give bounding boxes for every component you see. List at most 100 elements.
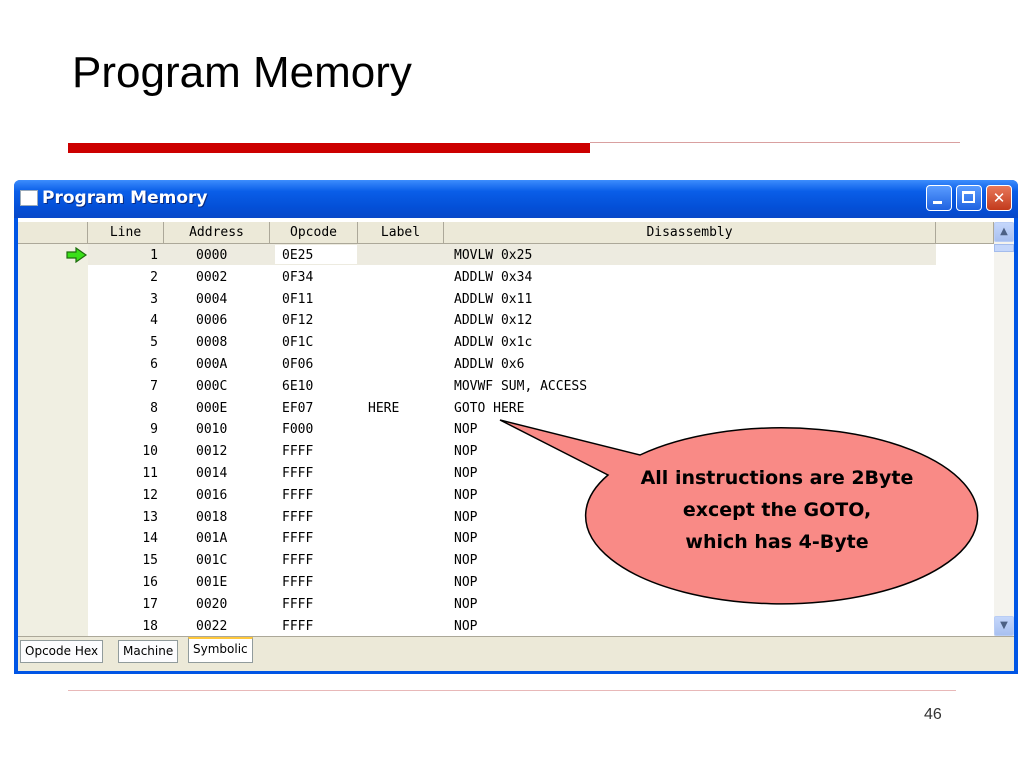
- close-button[interactable]: ✕: [986, 185, 1012, 211]
- cell-disassembly: NOP: [454, 553, 478, 569]
- table-row[interactable]: 15 001C FFFF NOP: [18, 550, 938, 572]
- cell-disassembly: NOP: [454, 444, 478, 460]
- cell-disassembly: NOP: [454, 531, 478, 547]
- cell-disassembly: GOTO HERE: [454, 400, 525, 416]
- window-title: Program Memory: [42, 188, 208, 208]
- tab-symbolic[interactable]: Symbolic: [188, 637, 253, 663]
- cell-address: 0012: [196, 444, 228, 460]
- cell-opcode: FFFF: [282, 553, 314, 569]
- header-label[interactable]: Label: [358, 222, 444, 244]
- cell-line: 11: [142, 466, 158, 481]
- cell-address: 001A: [196, 531, 228, 547]
- cell-opcode: FFFF: [282, 596, 314, 612]
- cell-opcode: 0E25: [282, 248, 314, 263]
- cell-address: 000C: [196, 378, 228, 394]
- title-underline-thin: [590, 142, 960, 143]
- cell-disassembly: NOP: [454, 618, 478, 634]
- table-row[interactable]: 5 0008 0F1C ADDLW 0x1c: [18, 332, 938, 354]
- header-gutter: [18, 222, 88, 244]
- chevron-down-icon: ▼: [1000, 620, 1008, 631]
- cell-line: 4: [150, 313, 158, 329]
- scroll-thumb[interactable]: [994, 244, 1014, 252]
- header-disassembly[interactable]: Disassembly: [444, 222, 936, 244]
- header-address[interactable]: Address: [164, 222, 270, 244]
- column-headers: Line Address Opcode Label Disassembly: [18, 222, 994, 244]
- arrow-right-icon: [66, 247, 88, 263]
- cell-address: 001C: [196, 553, 228, 569]
- cell-opcode: FFFF: [282, 575, 314, 590]
- cell-opcode: 0F1C: [282, 335, 314, 351]
- cell-address: 0006: [196, 313, 228, 329]
- window-titlebar[interactable]: Program Memory ✕: [14, 180, 1018, 218]
- cell-address: 0010: [196, 422, 228, 438]
- cell-opcode: FFFF: [282, 618, 314, 634]
- header-opcode[interactable]: Opcode: [270, 222, 358, 244]
- cell-disassembly: NOP: [454, 466, 478, 481]
- cell-line: 15: [142, 553, 158, 569]
- minimize-icon: [933, 201, 942, 204]
- chevron-up-icon: ▲: [1000, 226, 1008, 237]
- breakpoint-gutter[interactable]: [18, 244, 88, 636]
- cell-opcode: 0F06: [282, 357, 314, 372]
- cell-disassembly: MOVLW 0x25: [454, 248, 533, 263]
- cell-opcode: FFFF: [282, 444, 314, 460]
- cell-line: 1: [150, 248, 158, 263]
- cell-line: 16: [142, 575, 158, 590]
- maximize-button[interactable]: [956, 185, 982, 211]
- program-memory-window: Program Memory ✕ Line Address Opcode Lab…: [14, 180, 1018, 674]
- page-number: 46: [924, 706, 942, 723]
- cell-disassembly: ADDLW 0x1c: [454, 335, 533, 351]
- cell-line: 5: [150, 335, 158, 351]
- cell-address: 0008: [196, 335, 228, 351]
- header-line[interactable]: Line: [88, 222, 164, 244]
- current-opcode-highlight: [275, 245, 357, 264]
- cell-opcode: 0F34: [282, 269, 314, 285]
- callout-line: All instructions are 2Byte: [640, 467, 914, 489]
- cell-opcode: FFFF: [282, 466, 314, 481]
- cell-disassembly: NOP: [454, 487, 478, 503]
- cell-label: HERE: [368, 400, 400, 416]
- vertical-scrollbar[interactable]: ▲ ▼: [994, 222, 1014, 636]
- cell-opcode: FFFF: [282, 531, 314, 547]
- cell-address: 0018: [196, 509, 228, 525]
- scroll-up-button[interactable]: ▲: [994, 222, 1014, 242]
- cell-line: 8: [150, 400, 158, 416]
- window-icon: [20, 190, 38, 206]
- cell-disassembly: NOP: [454, 575, 478, 590]
- cell-disassembly: NOP: [454, 509, 478, 525]
- cell-disassembly: ADDLW 0x34: [454, 269, 533, 285]
- cell-line: 10: [142, 444, 158, 460]
- cell-opcode: 6E10: [282, 378, 314, 394]
- minimize-button[interactable]: [926, 185, 952, 211]
- cell-address: 0022: [196, 618, 228, 634]
- cell-address: 000E: [196, 400, 228, 416]
- cell-line: 7: [150, 378, 158, 394]
- cell-opcode: FFFF: [282, 487, 314, 503]
- cell-address: 000A: [196, 357, 228, 372]
- cell-line: 17: [142, 596, 158, 612]
- header-filler: [936, 222, 994, 244]
- cell-address: 0020: [196, 596, 228, 612]
- cell-opcode: F000: [282, 422, 314, 438]
- cell-opcode: 0F12: [282, 313, 314, 329]
- table-row[interactable]: 10 0012 FFFF NOP: [18, 441, 938, 463]
- tab-machine[interactable]: Machine: [118, 640, 179, 663]
- scroll-down-button[interactable]: ▼: [994, 616, 1014, 636]
- tab-opcode-hex[interactable]: Opcode Hex: [20, 640, 104, 663]
